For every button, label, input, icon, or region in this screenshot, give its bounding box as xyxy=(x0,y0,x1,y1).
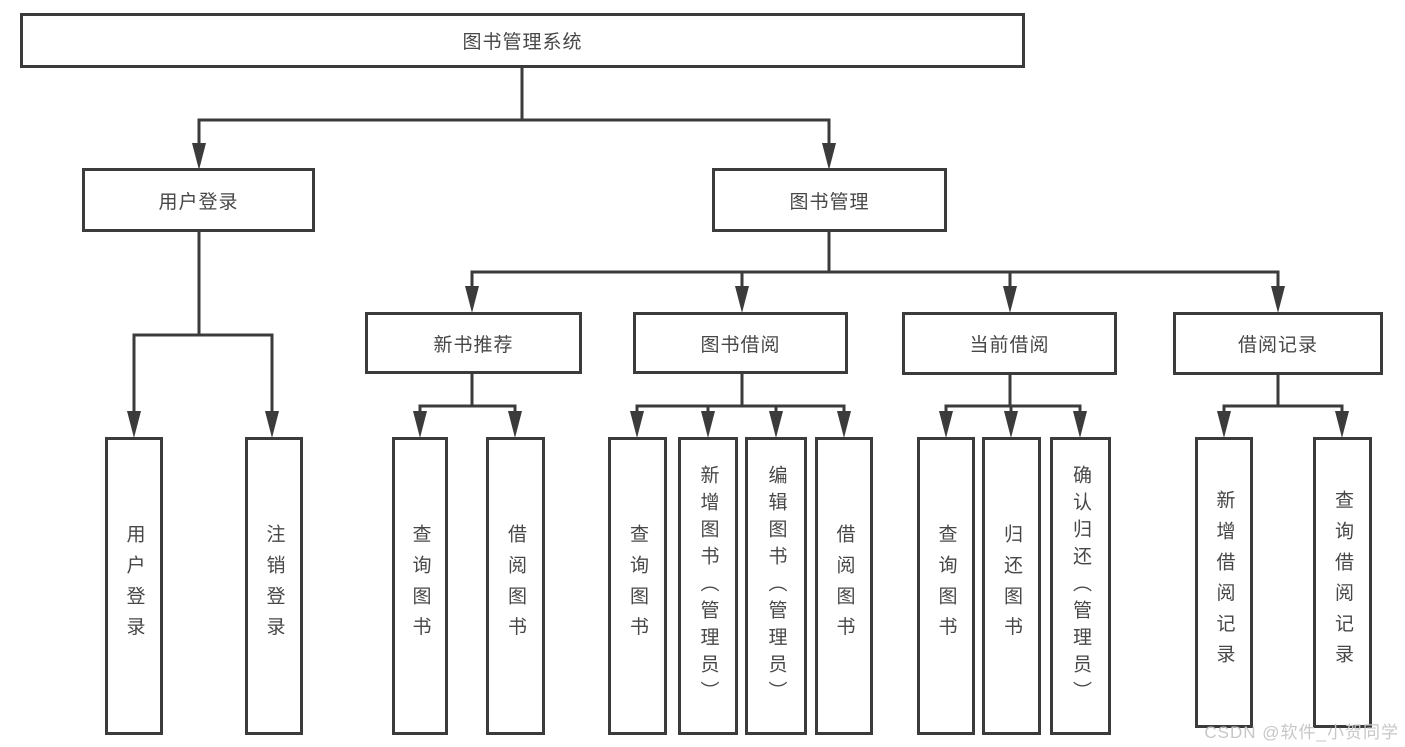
leaf-recommend-query-books: 查询图书 xyxy=(392,437,448,735)
node-book-management: 图书管理 xyxy=(712,168,947,232)
leaf-label: 注销登录 xyxy=(263,524,285,648)
leaf-records-query-record: 查询借阅记录 xyxy=(1313,437,1372,728)
leaf-label: 编辑图书（管理员） xyxy=(765,464,787,708)
leaf-recommend-borrow-books: 借阅图书 xyxy=(486,437,545,735)
node-user-login: 用户登录 xyxy=(82,168,315,232)
leaf-label: 借阅图书 xyxy=(505,524,526,648)
node-current-borrow: 当前借阅 xyxy=(902,312,1117,375)
node-label: 新书推荐 xyxy=(433,334,514,356)
node-label: 用户登录 xyxy=(158,191,239,213)
leaf-label: 确认归还（管理员） xyxy=(1070,464,1091,708)
leaf-label: 查询借阅记录 xyxy=(1332,490,1353,675)
leaf-borrow-query-books: 查询图书 xyxy=(608,437,667,735)
watermark: CSDN @软件_小贺同学 xyxy=(1204,723,1399,742)
connector-arrows xyxy=(127,143,1349,438)
node-label: 借阅记录 xyxy=(1237,335,1318,356)
leaf-logout: 注销登录 xyxy=(245,437,303,735)
node-book-borrow: 图书借阅 xyxy=(633,312,848,374)
leaf-borrow-borrow-books: 借阅图书 xyxy=(815,437,873,735)
leaf-records-add-record: 新增借阅记录 xyxy=(1195,437,1253,728)
leaf-current-confirm-return-admin: 确认归还（管理员） xyxy=(1050,437,1111,735)
node-label: 图书管理系统 xyxy=(462,32,583,53)
leaf-label: 借阅图书 xyxy=(833,524,855,648)
leaf-label: 查询图书 xyxy=(409,524,431,648)
node-label: 图书管理 xyxy=(789,191,870,213)
leaf-label: 新增借阅记录 xyxy=(1213,490,1235,675)
leaf-borrow-add-books-admin: 新增图书（管理员） xyxy=(678,437,738,735)
leaf-label: 新增图书（管理员） xyxy=(697,464,719,708)
leaf-label: 查询图书 xyxy=(627,524,648,648)
leaf-user-login: 用户登录 xyxy=(105,437,163,735)
node-root: 图书管理系统 xyxy=(20,13,1025,68)
node-borrow-records: 借阅记录 xyxy=(1173,312,1383,375)
node-new-book-recommend: 新书推荐 xyxy=(365,312,582,374)
leaf-label: 查询图书 xyxy=(935,524,957,648)
leaf-current-query-books: 查询图书 xyxy=(917,437,975,735)
node-label: 当前借阅 xyxy=(969,335,1050,356)
connector-shafts xyxy=(132,68,1344,416)
leaf-label: 归还图书 xyxy=(1001,524,1022,648)
node-label: 图书借阅 xyxy=(700,334,781,356)
leaf-borrow-edit-books-admin: 编辑图书（管理员） xyxy=(745,437,807,735)
leaf-current-return-books: 归还图书 xyxy=(982,437,1041,735)
leaf-label: 用户登录 xyxy=(123,524,145,648)
